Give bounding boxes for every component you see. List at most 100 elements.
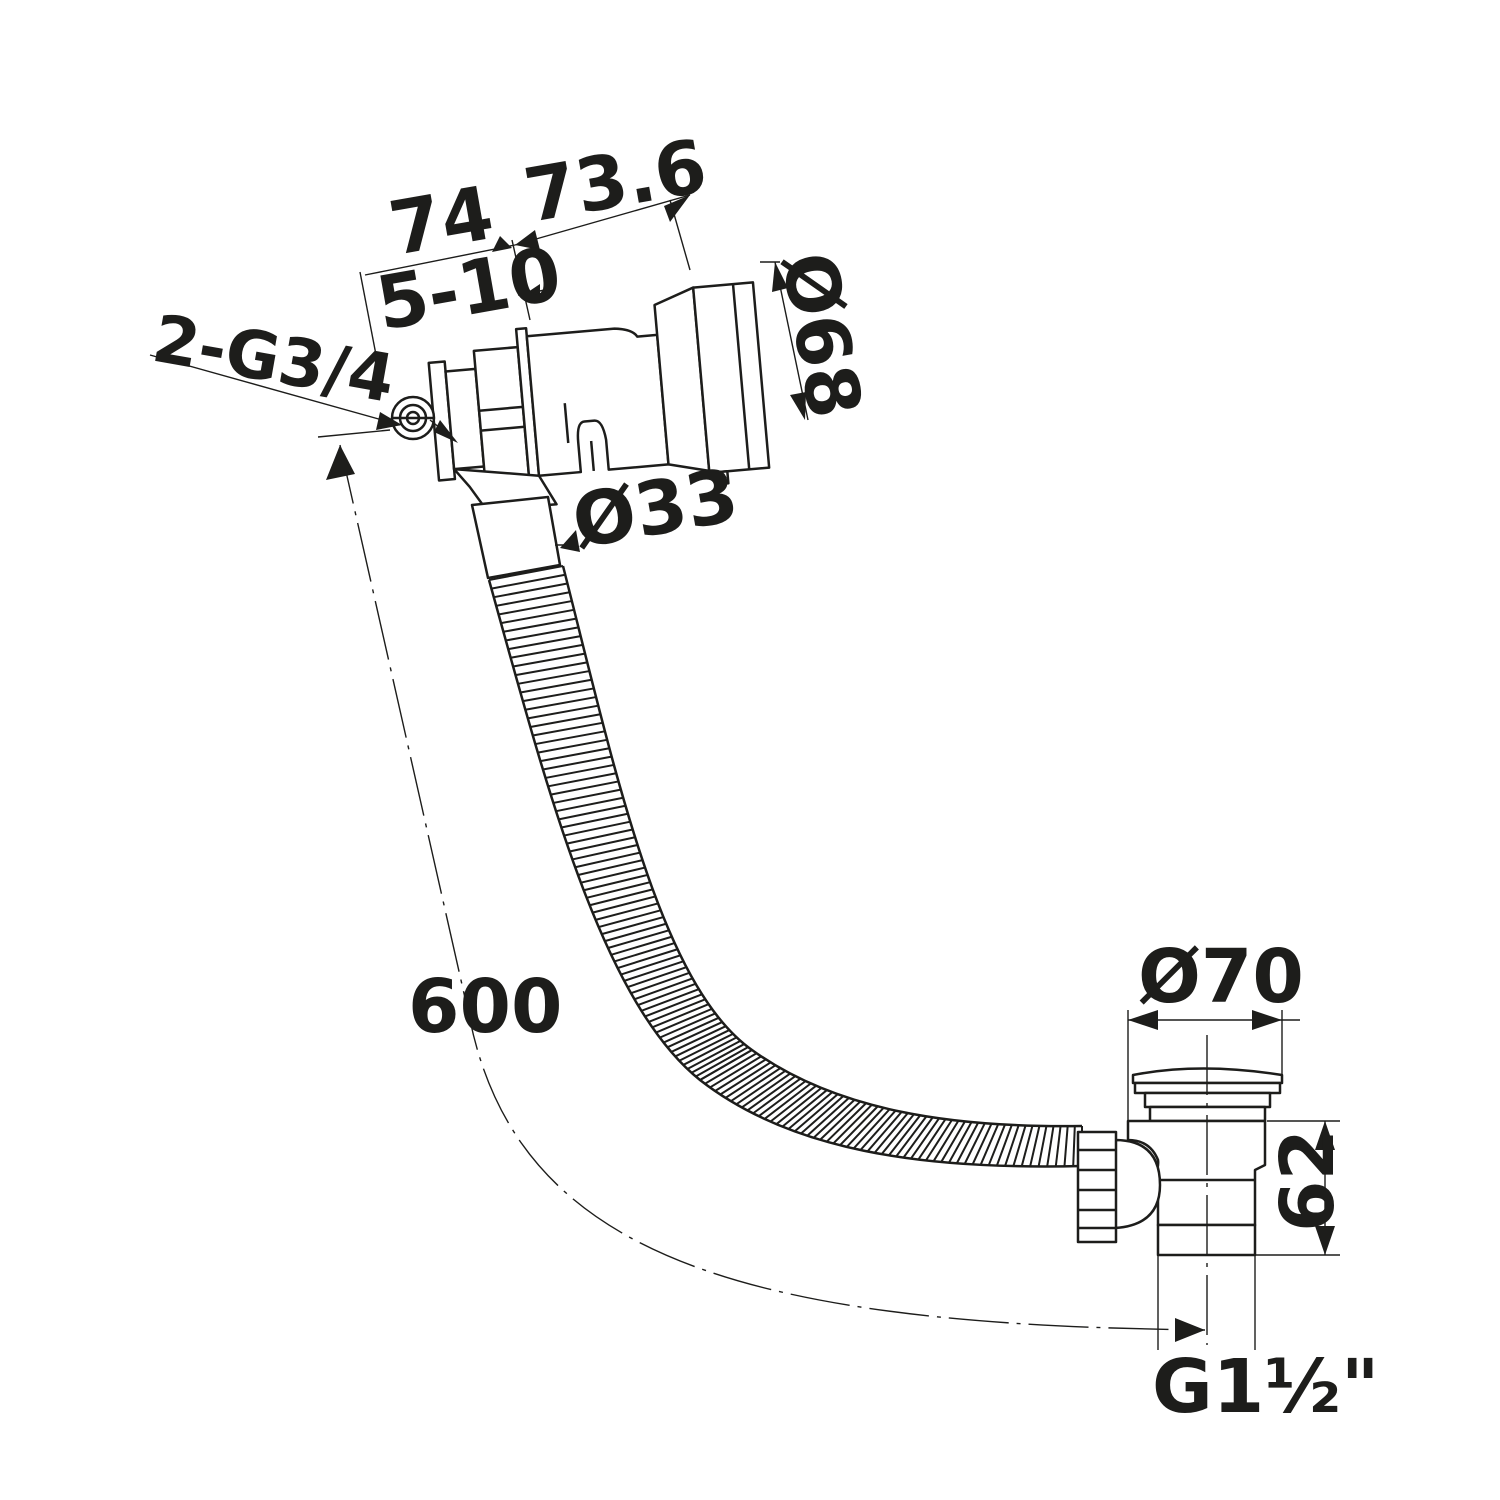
- hose-rib: [775, 1087, 822, 1125]
- hose-rib: [979, 1123, 1000, 1166]
- hose-rib: [498, 600, 573, 616]
- hose-rib: [1020, 1125, 1034, 1167]
- hose-rib: [741, 1072, 791, 1109]
- hose-rib: [963, 1122, 986, 1165]
- hose-rib: [610, 935, 673, 956]
- hose-rib: [637, 982, 696, 1007]
- hose-rib: [508, 635, 581, 651]
- hose-rib: [589, 888, 653, 907]
- hose-rib: [888, 1114, 921, 1156]
- hose-rib: [769, 1085, 817, 1123]
- label-outlet-thread: G1½": [1152, 1344, 1379, 1430]
- hose-rib: [491, 573, 566, 590]
- hose-rib: [758, 1080, 807, 1118]
- hose-rib: [852, 1108, 891, 1150]
- hose-rib: [695, 1046, 749, 1078]
- label-waste-diameter: Ø70: [1138, 934, 1304, 1020]
- hose-rib: [719, 1061, 772, 1096]
- dimension-labels: 74 73.6 5-10 Ø68 2-G3/4 Ø33 600 Ø70 62 G…: [147, 123, 1379, 1430]
- hose-rib: [574, 851, 641, 869]
- hose-rib: [527, 704, 599, 720]
- label-inlet-thread: 2-G3/4: [147, 300, 400, 418]
- hose-rib: [607, 929, 670, 949]
- hose-rib: [569, 836, 636, 853]
- hose-rib: [641, 988, 700, 1012]
- hose-rib: [515, 661, 588, 677]
- overflow-assembly: [427, 281, 771, 512]
- hose-rib: [1037, 1125, 1048, 1167]
- label-hose-length: 600: [408, 964, 562, 1050]
- hose-rib: [1063, 1126, 1069, 1167]
- hose-rib: [787, 1091, 833, 1130]
- hose-rib: [553, 788, 622, 804]
- hose-rib: [614, 942, 675, 963]
- hose-rib: [503, 617, 577, 633]
- hose-rib: [634, 977, 693, 1001]
- hose-rib: [545, 763, 615, 779]
- label-overflow-diameter: Ø68: [764, 246, 878, 424]
- hose-rib: [1029, 1125, 1041, 1167]
- hose-rib: [682, 1036, 738, 1066]
- hose-rib: [595, 902, 659, 921]
- hose-rib: [746, 1075, 796, 1112]
- inlet-fitting: [390, 395, 436, 441]
- hose-rib: [583, 873, 648, 892]
- hose-rib: [794, 1093, 839, 1133]
- hose-rib: [948, 1121, 973, 1164]
- hose-rib: [659, 1012, 716, 1039]
- hose-rib: [493, 582, 568, 599]
- hose-rib: [623, 960, 684, 982]
- hose-length-line: [339, 444, 1206, 1331]
- hose-rib: [995, 1124, 1013, 1166]
- hose-rib: [825, 1102, 867, 1143]
- hose-rib: [686, 1039, 741, 1070]
- waste-side-elbow: [1113, 1138, 1162, 1230]
- hose-rib: [550, 780, 619, 796]
- hose-rib: [880, 1113, 915, 1155]
- hose-rib: [704, 1052, 758, 1085]
- hose-rib: [566, 828, 633, 845]
- hose-rib: [547, 772, 617, 788]
- hose-rib: [1046, 1125, 1055, 1167]
- label-overflow-width: 74: [383, 170, 499, 273]
- hose-rib: [955, 1122, 979, 1164]
- hose-rib: [859, 1109, 897, 1151]
- hose-rib: [651, 1003, 709, 1029]
- hose-rib: [604, 922, 667, 943]
- hose-rib: [555, 796, 624, 813]
- hose-rib: [540, 747, 610, 763]
- hose-rib: [873, 1112, 909, 1154]
- hose-rib: [561, 812, 629, 829]
- hose-rib: [601, 916, 664, 936]
- hose-rib: [819, 1100, 861, 1141]
- flexible-hose: [487, 565, 1083, 1168]
- hose-rib: [532, 721, 603, 737]
- hose-rib: [1072, 1126, 1076, 1167]
- hose-rib: [535, 730, 606, 746]
- hose-coupling-nut: [1076, 1130, 1118, 1244]
- hose-rib: [598, 909, 661, 929]
- hose-rib: [630, 971, 690, 995]
- hose-rib: [925, 1119, 953, 1162]
- hose-rib: [763, 1082, 812, 1120]
- hose-rib: [846, 1107, 885, 1148]
- hose-rib: [663, 1016, 720, 1044]
- hose-rib: [812, 1099, 856, 1139]
- hose-rib: [592, 895, 656, 914]
- hose-rib: [666, 1021, 723, 1049]
- hose-rib: [572, 844, 638, 861]
- hose-rib: [586, 881, 651, 899]
- hose-rib: [971, 1123, 993, 1165]
- hose-rib: [932, 1120, 960, 1162]
- hose-rib: [832, 1104, 873, 1145]
- label-waste-height: 62: [1265, 1129, 1351, 1232]
- hose-rib: [940, 1120, 966, 1163]
- hose-rib: [558, 804, 626, 821]
- hose-rib: [500, 608, 575, 625]
- hose-rib: [517, 670, 590, 685]
- hose-rib: [627, 966, 687, 989]
- hose-rib: [674, 1029, 730, 1058]
- hose-rib: [917, 1118, 947, 1161]
- hose-rib: [577, 859, 643, 876]
